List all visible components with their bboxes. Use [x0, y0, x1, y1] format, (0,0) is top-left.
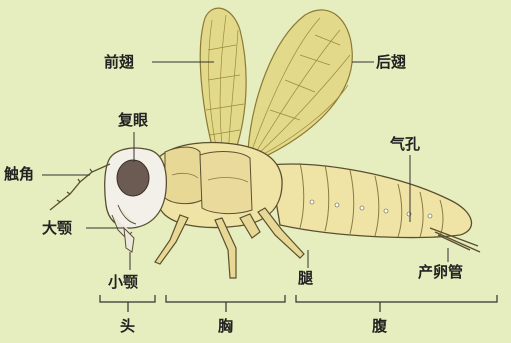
- thorax-region-label: 胸: [218, 318, 233, 334]
- forewing-shape: [200, 8, 246, 160]
- abdomen-shape: [270, 163, 480, 252]
- abdomen-region-label: 腹: [372, 318, 387, 334]
- spiracle-label: 气孔: [390, 136, 420, 152]
- head-region-label: 头: [120, 318, 135, 334]
- leg-label: 腿: [298, 270, 313, 286]
- compound-eye-shape: [117, 160, 149, 196]
- antenna-label: 触角: [4, 166, 34, 182]
- antenna-shape: [50, 164, 110, 210]
- forewing-label: 前翅: [104, 54, 134, 70]
- hindwing-label: 后翅: [376, 54, 406, 70]
- ovipositor-label: 产卵管: [418, 264, 463, 280]
- head-shape: [105, 148, 167, 252]
- mandible-label: 大颚: [42, 220, 72, 236]
- compound-eye-label: 复眼: [118, 112, 148, 128]
- maxilla-label: 小颚: [108, 274, 138, 290]
- hindwing-shape: [248, 10, 352, 158]
- region-brackets: [100, 295, 497, 312]
